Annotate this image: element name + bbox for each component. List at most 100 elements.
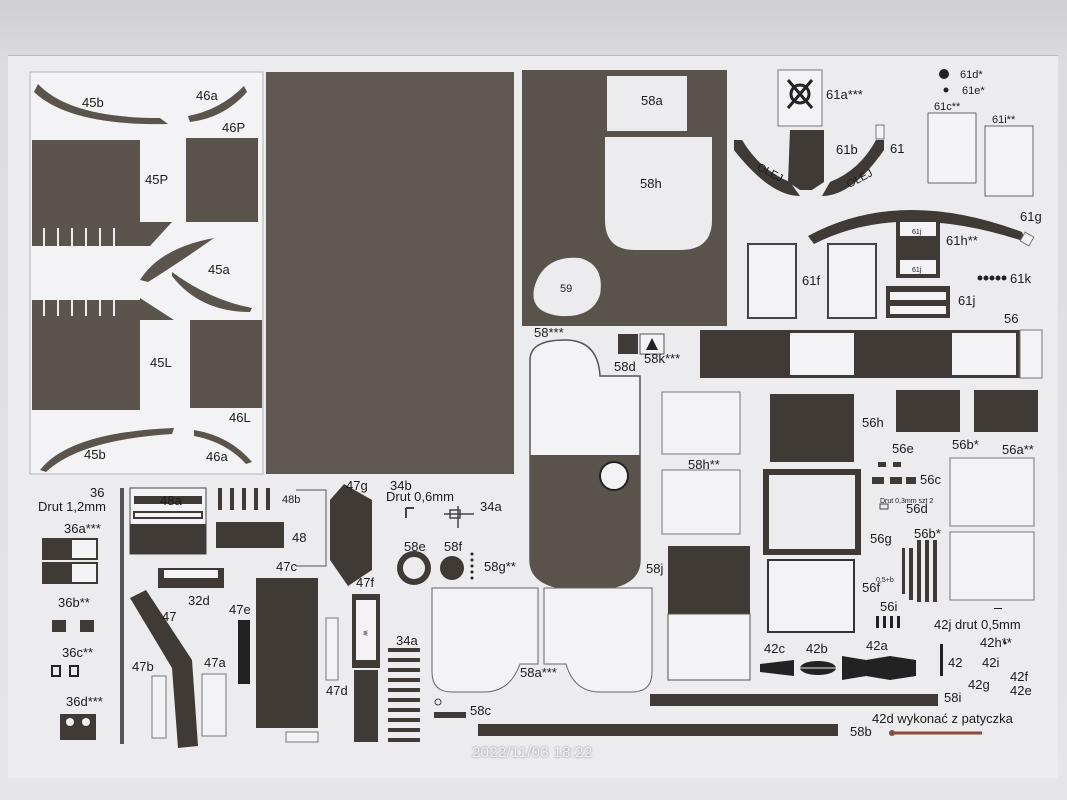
part-42a <box>842 656 916 680</box>
label-42j: 42j drut 0,5mm <box>934 617 1021 632</box>
part-61g <box>808 209 1026 244</box>
part-47d-dark <box>256 578 318 728</box>
label-42b: 42b <box>806 641 828 656</box>
part-45a-1 <box>140 238 214 282</box>
part-58i <box>650 694 938 706</box>
part-61-tab <box>875 124 885 140</box>
label-45b-top: 45b <box>82 95 104 110</box>
label-61j-a: 61j <box>912 229 922 236</box>
label-61b: 61b <box>836 142 858 157</box>
part-58a <box>607 76 687 131</box>
label-58h: 58h <box>640 176 662 191</box>
part-47a <box>201 673 227 737</box>
large-dark-panel <box>266 72 514 474</box>
label-42a: 42a <box>866 638 888 653</box>
label-61k: 61k <box>1010 271 1031 286</box>
part-46a-bottom <box>194 430 252 464</box>
label-58c: 58c <box>470 703 491 718</box>
label-42g: 42g <box>968 677 990 692</box>
label-56: 56 <box>1004 311 1019 326</box>
part-61k <box>977 275 1007 281</box>
part-61f-2 <box>827 243 877 319</box>
label-59: 59 <box>560 283 573 295</box>
label-47g: 47g <box>346 478 368 493</box>
label-48: 48 <box>292 530 307 545</box>
label-45b-bottom: 45b <box>84 447 106 462</box>
label-47a: 47a <box>204 655 226 670</box>
part-46L <box>190 320 262 408</box>
label-58j: 58j <box>646 561 664 576</box>
part-34b <box>405 507 414 518</box>
part-58j <box>668 546 750 614</box>
part-56h <box>770 394 854 462</box>
part-56d <box>879 503 889 510</box>
part-61e <box>943 87 949 93</box>
label-61i: 61i** <box>992 114 1016 126</box>
label-46a-bottom: 46a <box>206 449 228 464</box>
label-47f: 47f <box>356 575 375 590</box>
label-47: 47 <box>162 609 177 624</box>
part-47 <box>130 590 198 748</box>
part-61-strip-left <box>734 140 800 196</box>
label-36b: 36b** <box>58 595 90 610</box>
part-47c <box>296 489 327 567</box>
label-58i: 58i <box>944 690 962 705</box>
label-46P: 46P <box>222 120 246 135</box>
label-56i: 56i <box>880 599 898 614</box>
label-61h: 61h** <box>946 233 978 248</box>
part-58f <box>440 556 464 580</box>
part-56e <box>872 462 916 484</box>
part-61g-tab <box>1019 231 1035 247</box>
label-42i: 42i <box>982 655 1000 670</box>
label-42d: 42d wykonać z patyczka <box>872 711 1013 726</box>
label-drut-06: Drut 0,6mm <box>386 489 454 504</box>
label-58a: 58a <box>641 93 663 108</box>
part-42j <box>994 608 1002 609</box>
part-45b-bottom <box>40 428 174 472</box>
label-42: 42 <box>948 655 963 670</box>
label-58g: 58g** <box>484 559 516 574</box>
label-61e: 61e* <box>962 85 985 97</box>
part-61c <box>927 112 977 184</box>
part-61f-1 <box>747 243 797 319</box>
label-36a: 36a*** <box>64 521 101 536</box>
part-34a-top <box>444 506 474 528</box>
label-58a-triple: 58a*** <box>520 665 557 680</box>
part-56i <box>876 616 900 628</box>
label-58d: 58d <box>614 359 636 374</box>
part-48 <box>216 522 284 548</box>
label-36: 36 <box>90 485 105 500</box>
label-34a-top: 34a <box>480 499 502 514</box>
label-47c: 47c <box>276 559 297 574</box>
label-46L: 46L <box>229 410 251 425</box>
label-46a-top: 46a <box>196 88 218 103</box>
label-32d: 32d <box>188 593 210 608</box>
part-58a-triple-1 <box>431 587 539 693</box>
label-58b: 58b <box>850 724 872 739</box>
label-58h2: 58h** <box>688 457 720 472</box>
part-47d <box>325 617 339 681</box>
label-56a: 56a** <box>1002 442 1034 457</box>
part-58h-a <box>661 391 741 455</box>
label-47d: 47d <box>326 683 348 698</box>
part-36c <box>51 665 79 677</box>
label-34a-bottom: 34a <box>396 633 418 648</box>
part-34a-ladder <box>388 648 420 742</box>
label-58f: 58f <box>444 539 463 554</box>
part-42 <box>940 644 943 676</box>
part-46a-top <box>188 86 247 122</box>
label-56f: 56f <box>862 580 881 595</box>
part-45a-2 <box>172 272 252 312</box>
label-45P: 45P <box>145 172 169 187</box>
label-drut-03: Drut 0,3mm szt 2 <box>880 498 934 505</box>
label-56h: 56h <box>862 415 884 430</box>
part-36b <box>52 620 94 632</box>
part-61d <box>939 69 949 79</box>
label-61j-b: 61j <box>912 267 922 274</box>
part-58d <box>618 334 638 354</box>
label-47b: 47b <box>132 659 154 674</box>
part-42c <box>760 660 794 676</box>
part-61i <box>984 125 1034 197</box>
part-47e <box>238 620 250 684</box>
